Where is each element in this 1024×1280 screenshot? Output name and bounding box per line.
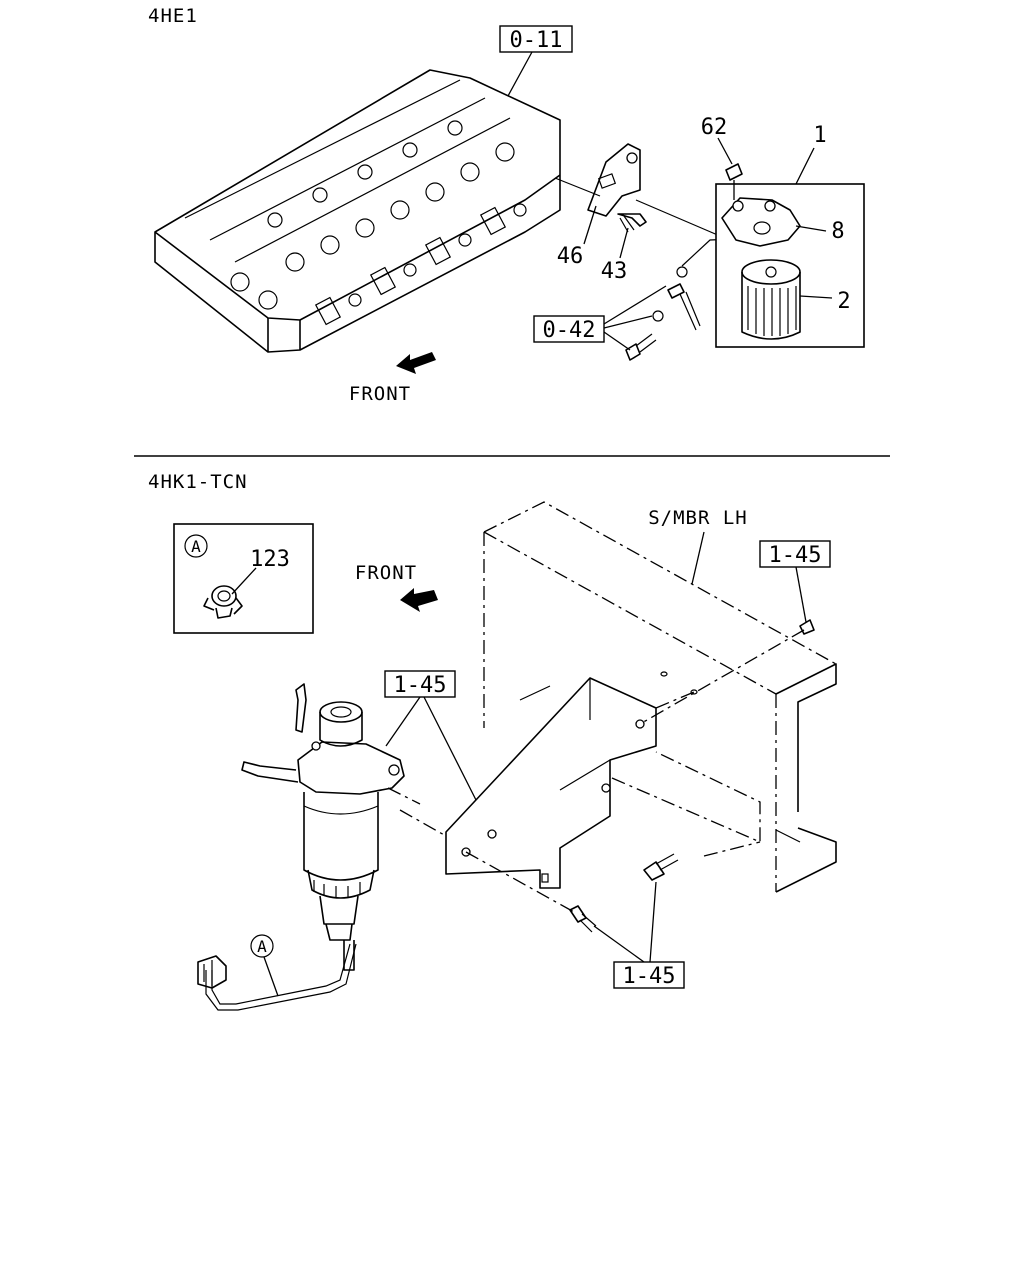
leader-2 [799, 295, 833, 299]
section-title-4he1: 4HE1 [148, 5, 198, 27]
sensor-harness [197, 943, 357, 1011]
washer-0-42 [652, 310, 664, 322]
detail-a-box [173, 523, 314, 634]
nut-62 [725, 163, 743, 181]
ref-box-filter-bracket [384, 670, 456, 698]
leader-side-member [691, 531, 705, 585]
leader-43 [619, 227, 629, 259]
ref-label-mounting-bolts: 0-42 [543, 318, 596, 343]
front-arrow-icon [400, 588, 438, 612]
front-label-top: FRONT [349, 383, 411, 405]
callout-62: 62 [701, 115, 728, 140]
leader-1 [795, 147, 815, 185]
axis-bolt-right [703, 841, 761, 857]
filter-head [721, 197, 801, 247]
leader-8 [795, 225, 827, 232]
front-label-bottom: FRONT [355, 562, 417, 584]
link-head-to-bracket [554, 177, 601, 197]
ref-label-filter-bracket: 1-45 [394, 673, 447, 698]
ref-label-bracket-bolts: 1-45 [623, 964, 676, 989]
leader-side-member-fastener [795, 566, 807, 623]
leader-harness-marker [263, 956, 279, 997]
harness-marker-circle [250, 934, 274, 958]
section-title-4hk1-tcn: 4HK1-TCN [148, 471, 248, 493]
mounting-bolt-left [569, 905, 597, 933]
ref-label-side-member: 1-45 [769, 543, 822, 568]
leader-bracket-bolts [593, 881, 657, 963]
leader-62 [717, 137, 733, 165]
callout-46: 46 [557, 244, 584, 269]
axis-nut-to-bracket [639, 629, 805, 725]
leader-mounting-bolts [603, 285, 667, 351]
leader-123 [231, 567, 257, 595]
detail-a-marker-circle [184, 534, 208, 558]
callout-43: 43 [601, 259, 628, 284]
bracket-bolt [617, 213, 647, 233]
axis-bracket-upper [655, 691, 695, 709]
ref-box-mounting-bolts [533, 315, 605, 343]
clip-123 [203, 585, 243, 619]
ref-box-bracket-bolts [613, 961, 685, 989]
side-member [483, 501, 837, 893]
axis-bracket-to-member [611, 751, 761, 843]
fuel-filter [241, 683, 405, 971]
callout-1: 1 [813, 123, 826, 148]
mounting-bracket [445, 677, 657, 889]
harness-marker: A [257, 937, 267, 956]
callout-123: 123 [250, 547, 290, 572]
ref-box-side-member [759, 540, 831, 568]
leader-46 [583, 205, 597, 245]
ref-box-cylinder-head [499, 25, 573, 53]
mounting-bolt-lower [625, 333, 657, 361]
nut-side-member [799, 619, 815, 635]
callout-2: 2 [837, 289, 850, 314]
axis-bolt-left [465, 851, 575, 913]
callout-8: 8 [831, 219, 844, 244]
side-member-label: S/MBR LH [648, 507, 748, 529]
detail-a-marker: A [191, 537, 201, 556]
axis-filter-head [387, 787, 421, 805]
ref-label-cylinder-head: 0-11 [510, 28, 563, 53]
mounting-bolt-upper [667, 266, 701, 331]
leader-filter-bracket [385, 696, 477, 801]
filter-element [741, 259, 801, 340]
leader-cylinder-head [507, 51, 533, 97]
front-arrow-icon [396, 352, 436, 374]
filter-bracket [587, 143, 641, 217]
mounting-bolt-right [643, 853, 679, 881]
axis-filter-to-bracket [399, 809, 447, 837]
cylinder-head [154, 69, 561, 353]
